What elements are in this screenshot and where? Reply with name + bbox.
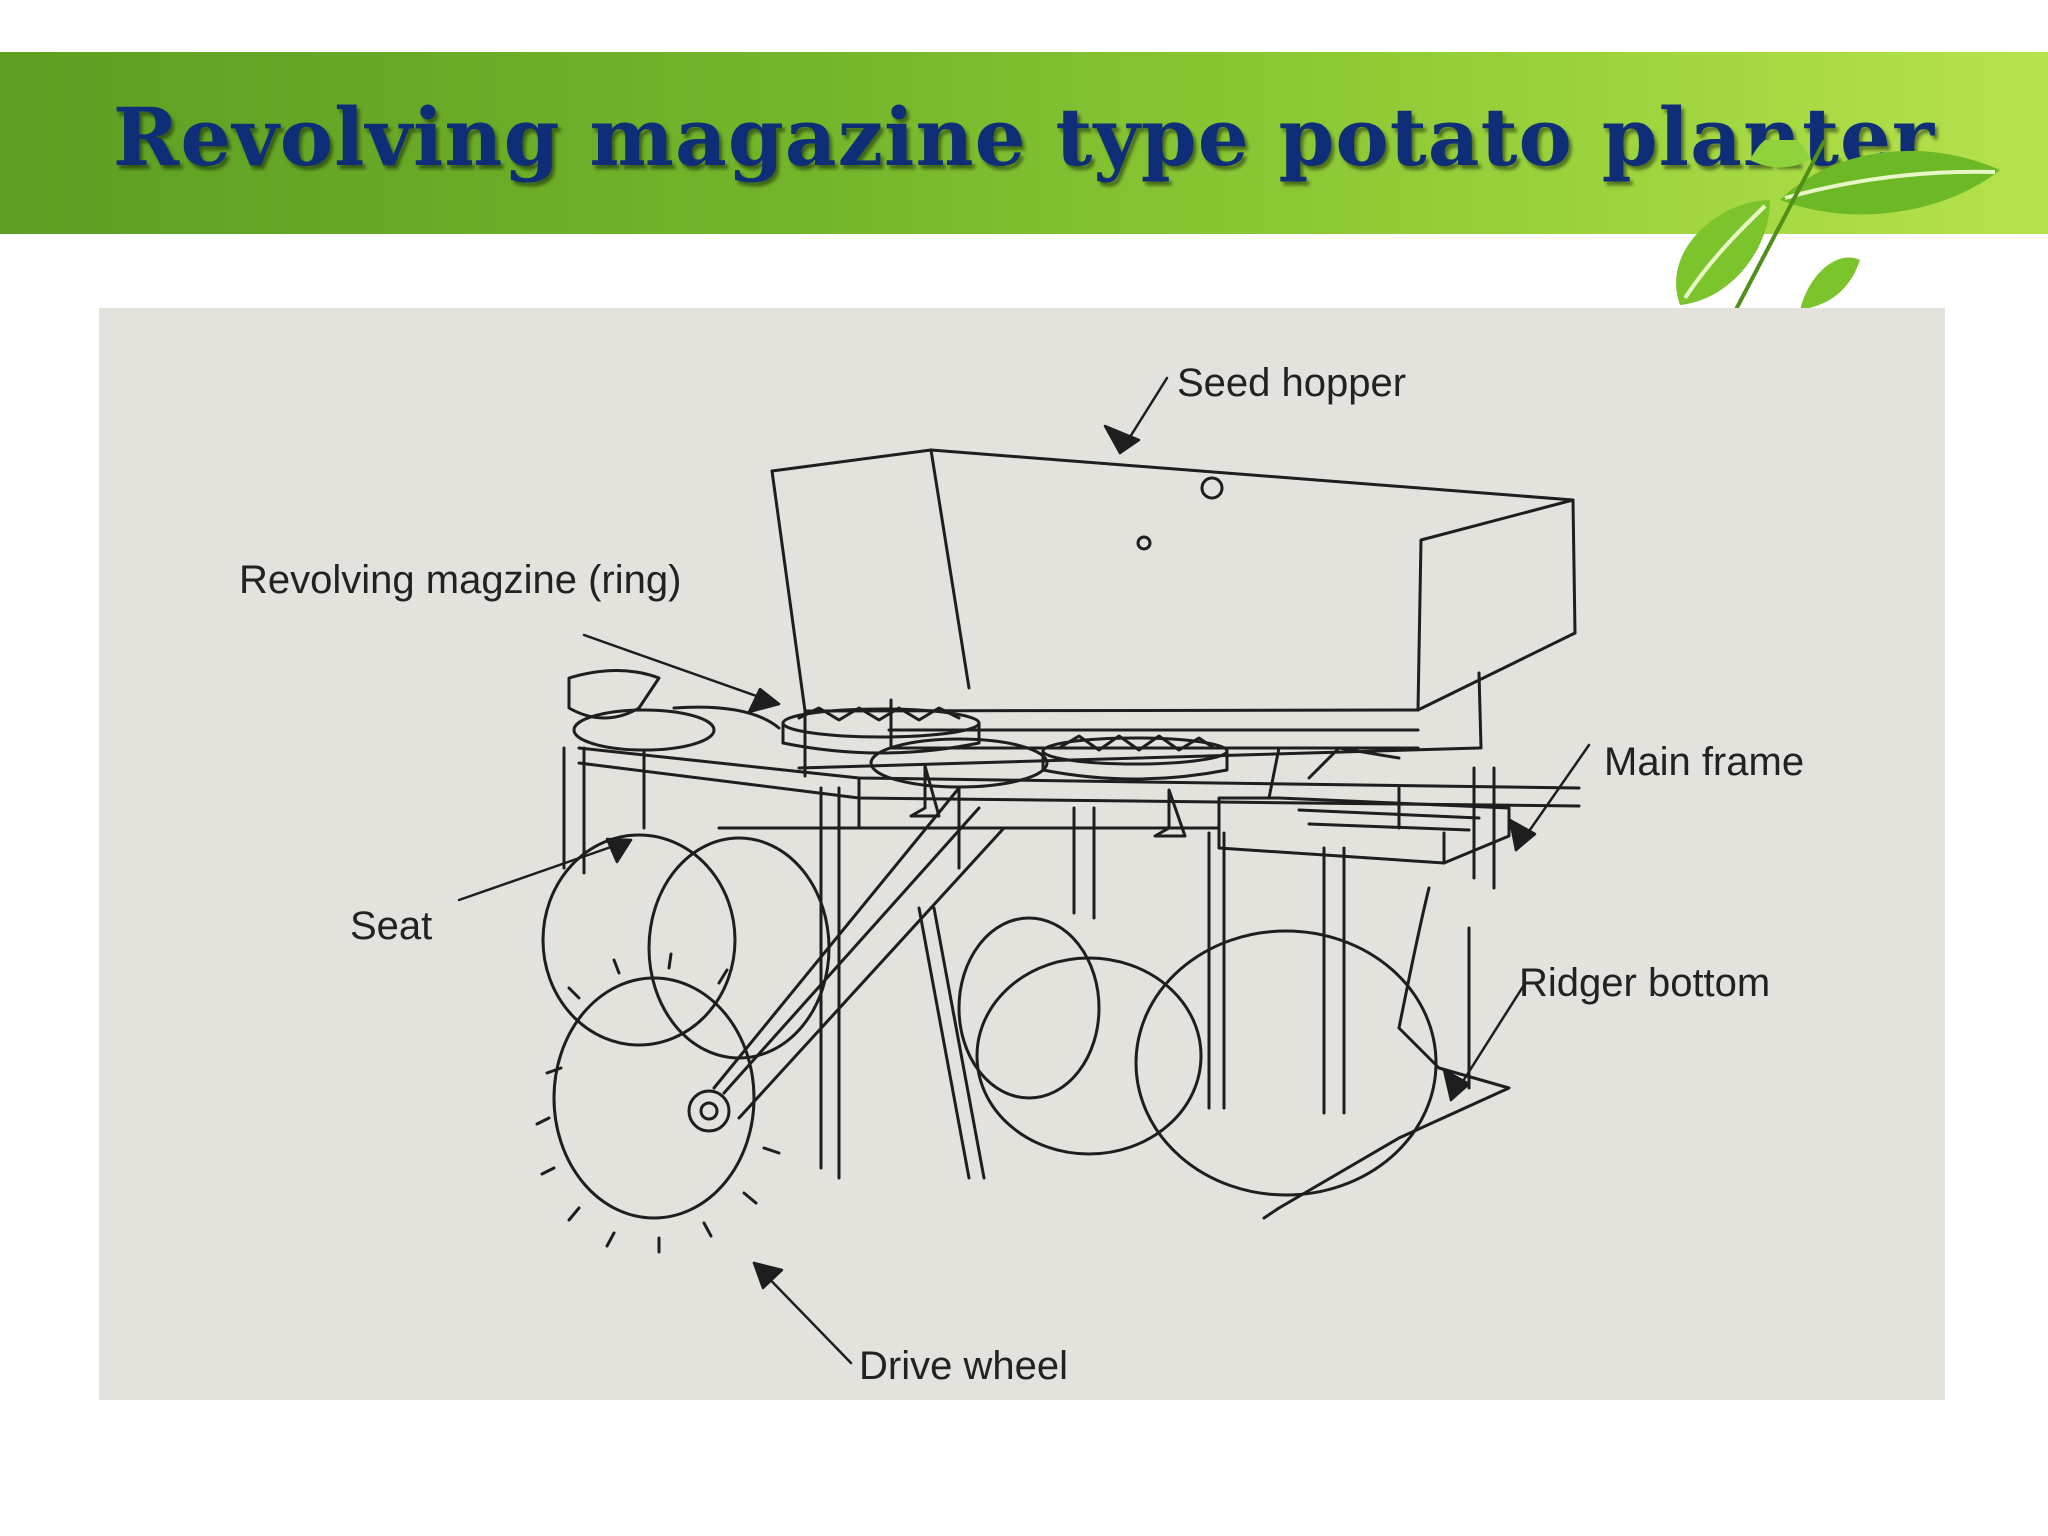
main-frame: [577, 746, 1581, 865]
label-pointers: [457, 376, 1591, 1365]
revolving-magazine-label: Revolving magzine (ring): [239, 558, 682, 602]
seed-hopper: [770, 448, 1577, 778]
title-banner: [0, 52, 2048, 234]
page-title: Revolving magazine type potato planter: [112, 90, 1936, 184]
revolving-magazine-rings: [781, 706, 1229, 838]
seat-label: Seat: [350, 904, 433, 948]
drive-wheel: [535, 786, 1006, 1254]
ridger-bottom-label: Ridger bottom: [1519, 961, 1771, 1005]
supports: [562, 746, 1496, 1180]
leaf-decoration-icon: [1676, 140, 2000, 310]
main-frame-label: Main frame: [1604, 740, 1805, 784]
seed-hopper-label: Seed hopper: [1177, 361, 1407, 405]
planter-diagram: Seed hopper Revolving magzine (ring) Mai…: [99, 308, 1945, 1400]
drive-wheel-label: Drive wheel: [859, 1344, 1068, 1388]
ridger-discs: [541, 833, 1511, 1220]
